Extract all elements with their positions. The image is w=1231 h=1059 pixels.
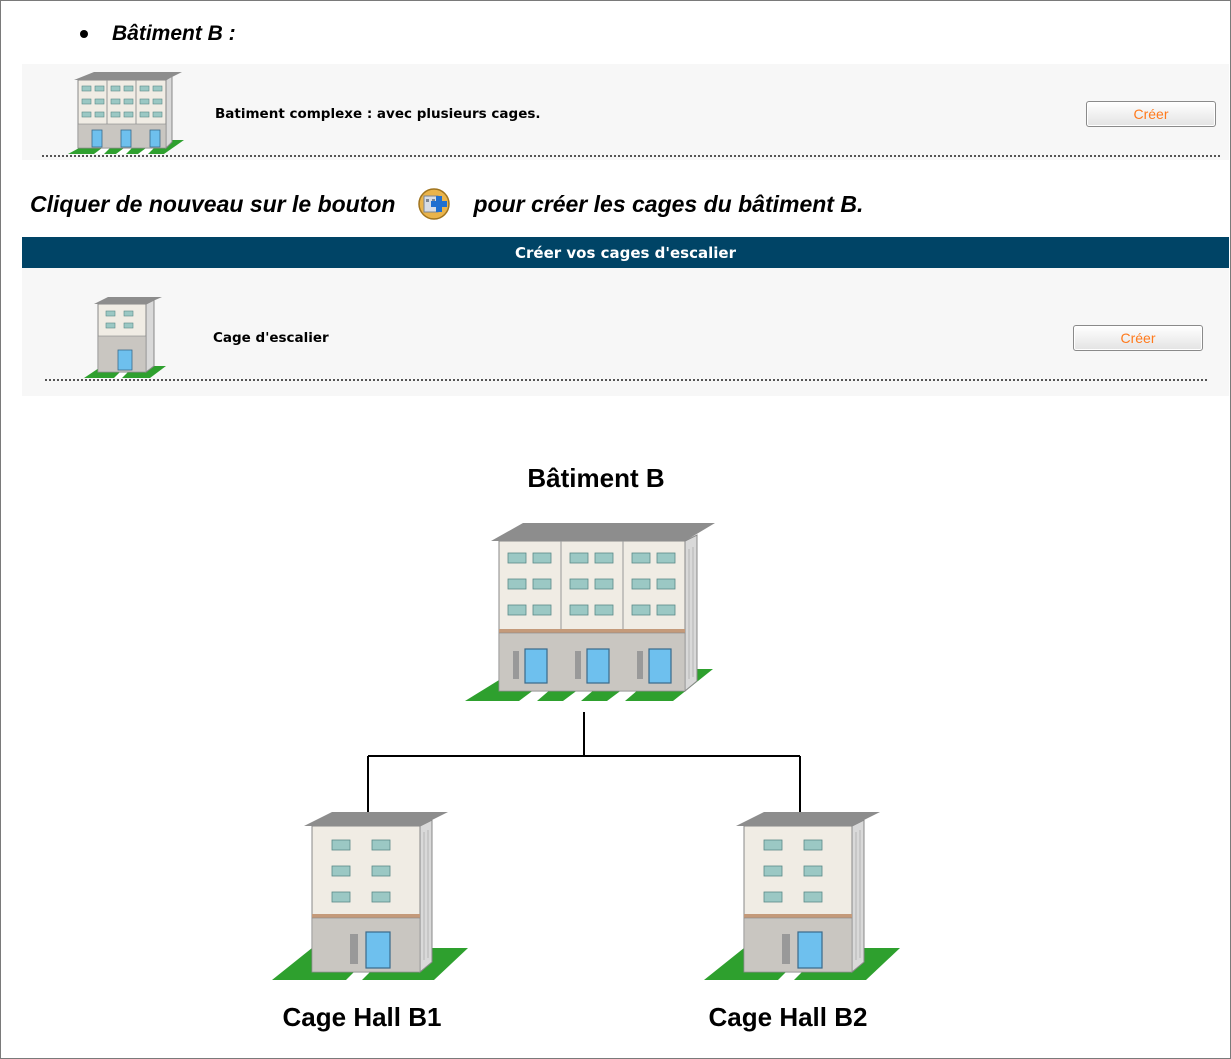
plus-icon: [417, 187, 451, 221]
cage-b2-icon: [702, 810, 902, 982]
cages-panel-header: Créer vos cages d'escalier: [22, 237, 1229, 268]
instruction-text: Cliquer de nouveau sur le bouton pour cr…: [30, 187, 863, 221]
root-building-icon: [463, 519, 723, 703]
building-type-panel: [22, 64, 1229, 160]
cage-b2-title: Cage Hall B2: [708, 1002, 868, 1032]
separator-dotted: [42, 155, 1220, 157]
cage-b1-icon: [270, 810, 470, 982]
stair-cage-icon: [80, 296, 170, 380]
section-bullet: Bâtiment B :: [80, 22, 236, 46]
root-building-title: Bâtiment B: [527, 463, 665, 493]
stair-cage-label: Cage d'escalier: [213, 330, 329, 346]
section-bullet-label: Bâtiment B :: [112, 22, 236, 45]
cages-separator-dotted: [45, 379, 1207, 381]
create-building-button[interactable]: Créer: [1086, 101, 1216, 127]
instruction-after: pour créer les cages du bâtiment B.: [473, 190, 864, 217]
create-cage-button[interactable]: Créer: [1073, 325, 1203, 351]
cage-b1-title: Cage Hall B1: [282, 1002, 442, 1032]
instruction-before: Cliquer de nouveau sur le bouton: [30, 190, 396, 217]
bullet-dot: [80, 30, 88, 38]
cages-panel: [22, 268, 1229, 396]
complex-building-label: Batiment complexe : avec plusieurs cages…: [215, 106, 541, 122]
complex-building-icon: [64, 70, 188, 156]
